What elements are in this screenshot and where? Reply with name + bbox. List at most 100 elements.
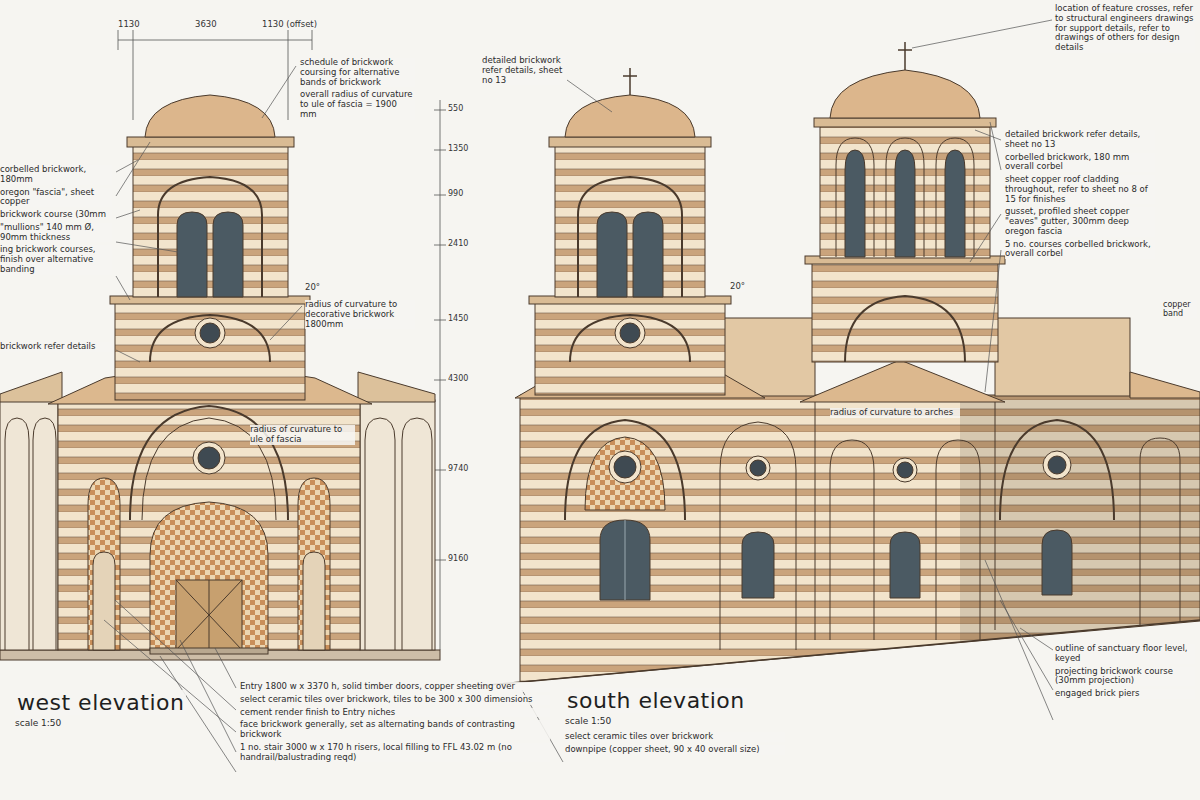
south-elevation (565, 95, 695, 137)
west-elevation (176, 580, 242, 650)
south-elevation (936, 138, 974, 257)
west-elevation (0, 372, 62, 402)
south-elevation (898, 49, 912, 51)
annotation-note: brickwork course (30mm (0, 210, 112, 220)
south-elevation (1140, 438, 1180, 625)
south-elevation (830, 70, 980, 118)
south-elevation (812, 262, 998, 362)
south-elevation (746, 456, 770, 480)
south-elevation (742, 532, 774, 598)
dimension-line (434, 150, 446, 151)
annotation-note: cement render finish to Entry niches (240, 708, 550, 718)
dimension-line (434, 320, 446, 321)
south-elevation (578, 177, 682, 297)
leader-line (116, 210, 140, 218)
west-elevation (133, 145, 288, 297)
leader-line (1020, 628, 1053, 650)
south-elevation (615, 318, 645, 348)
leader-line (116, 276, 130, 300)
dimension-value: 1450 (448, 314, 468, 323)
leader-line (116, 350, 140, 362)
south-elevation (845, 150, 865, 257)
scale-note: scale 1:50 (565, 716, 611, 726)
annotation-note: radius of curvature to ule of fascia (250, 425, 355, 445)
annotation-note: location of feature crosses, refer to st… (1055, 4, 1195, 53)
leader-line (990, 122, 1001, 170)
south-elevation (800, 360, 1005, 402)
west-elevation (5, 418, 29, 650)
leader-line (180, 640, 236, 752)
south-elevation (629, 68, 631, 95)
south-elevation (597, 212, 627, 297)
south-elevation (633, 212, 663, 297)
annotation-note: select ceramic tiles over brickwork, til… (240, 695, 550, 705)
south-elevation (820, 125, 990, 258)
west-elevation (150, 502, 268, 650)
west-elevation (193, 442, 225, 474)
south-elevation (815, 402, 816, 640)
south-elevation (535, 300, 725, 395)
south-elevation (585, 437, 665, 510)
south-elevation (995, 402, 996, 630)
south-elevation (1048, 456, 1066, 474)
annotation-note: radius of curvature to decorative brickw… (305, 300, 415, 329)
west-elevation (365, 418, 395, 650)
south-elevation (570, 315, 690, 362)
dimension-value: 1130 (offset) (262, 20, 317, 30)
leader-line (985, 560, 1053, 720)
leader-line (912, 20, 1052, 48)
annotation-note: detailed brickwork refer details, sheet … (1005, 130, 1155, 150)
elevation-title: west elevation (15, 690, 186, 715)
annotation-note: corbelled brickwork, 180mm (0, 165, 112, 185)
south-elevation (478, 42, 1200, 686)
west-elevation (0, 95, 440, 660)
west-elevation (150, 315, 270, 362)
leader-line (270, 306, 302, 340)
west-elevation (358, 372, 435, 402)
annotation-note: face brickwork generally, set as alterna… (240, 720, 550, 740)
west-elevation (158, 177, 262, 297)
south-elevation (895, 150, 915, 257)
leader-line (215, 648, 236, 688)
south-elevation (609, 451, 641, 483)
south-elevation (1042, 530, 1072, 595)
dimension-line (434, 560, 446, 561)
west-elevation (58, 400, 360, 650)
leader-line (975, 130, 1001, 140)
west-elevation (176, 580, 242, 650)
scale-note: scale 1:50 (15, 718, 61, 728)
dimension-line (434, 470, 446, 471)
south-elevation (897, 462, 913, 478)
west-elevation (198, 447, 220, 469)
south-elevation (845, 296, 965, 362)
dimension-value: 9160 (448, 554, 468, 563)
south-elevation (1130, 372, 1200, 398)
south-elevation (620, 323, 640, 343)
annotation-note: "mullions" 140 mm Ø, 90mm thickness (0, 223, 112, 243)
west-elevation (402, 418, 432, 650)
dimension-line (312, 30, 313, 50)
elevation-title: south elevation (565, 688, 747, 713)
dimension-value: 2410 (448, 239, 468, 248)
west-elevation (195, 318, 225, 348)
south-elevation (1000, 420, 1114, 520)
south-elevation (936, 440, 980, 640)
annotation-note: engaged brick piers (1055, 689, 1195, 699)
south-elevation (904, 42, 906, 70)
annotation-note: corbelled brickwork, 180 mm overall corb… (1005, 153, 1155, 173)
south-elevation (836, 138, 874, 257)
south-elevation (1043, 451, 1071, 479)
annotation-note: 1 no. stair 3000 w x 170 h risers, local… (240, 743, 550, 763)
south-elevation (623, 75, 637, 77)
south-elevation (960, 395, 1200, 642)
dimension-value: 4300 (448, 374, 468, 383)
west-elevation (127, 137, 294, 147)
dimension-value: 20° (730, 282, 745, 292)
west-elevation (298, 478, 330, 650)
dimension-value: 1350 (448, 144, 468, 153)
annotation-note: overall radius of curvature to ule of fa… (300, 90, 415, 119)
dimension-value: 550 (448, 104, 463, 113)
west-elevation (360, 400, 435, 650)
